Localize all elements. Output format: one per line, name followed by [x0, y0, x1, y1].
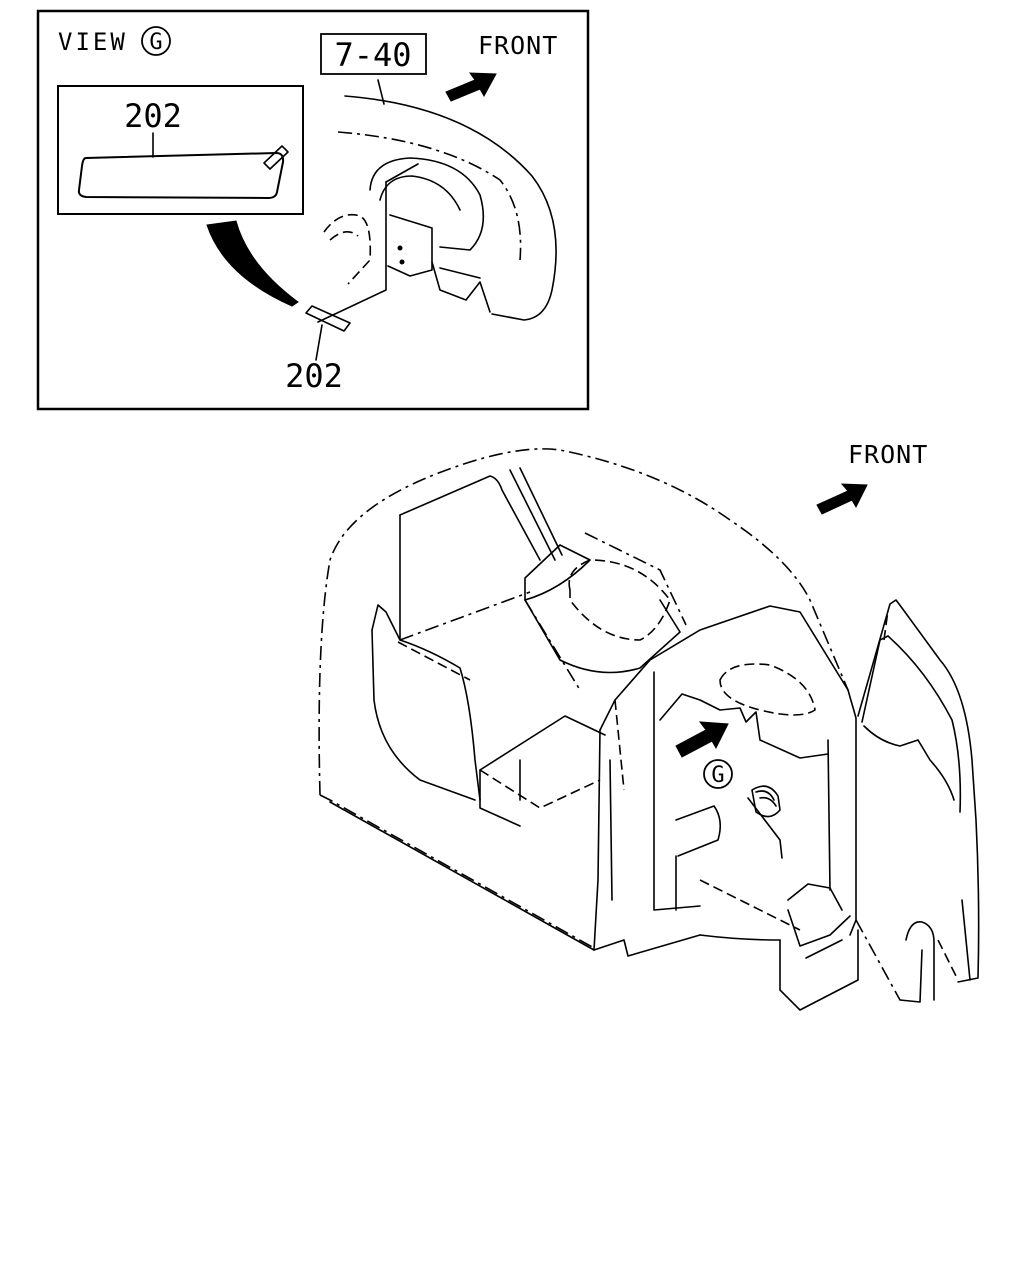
mirror-detail-box: [57, 85, 304, 215]
inset-front-arrow-icon: [445, 72, 497, 102]
part-number-bottom: 202: [285, 357, 343, 395]
main-front-arrow-icon: [816, 483, 868, 515]
view-letter: G: [149, 30, 162, 55]
main-cab-drawing: FRONT: [318, 440, 980, 1011]
inset-view-panel: VIEW G 7-40 FRONT 202: [36, 9, 590, 411]
view-letter-badge: G: [141, 26, 171, 56]
inset-dashboard-sketch: [305, 79, 557, 361]
main-front-label: FRONT: [848, 440, 928, 469]
callout-curve-arrow: [206, 220, 299, 307]
reference-box: 7-40: [320, 33, 427, 75]
inset-frame: [36, 9, 590, 411]
view-marker-letter: G: [711, 763, 724, 788]
view-direction-arrow-icon: [675, 721, 729, 758]
part-number-top: 202: [124, 97, 182, 135]
reference-box-text: 7-40: [334, 36, 411, 74]
mirror-clip: [263, 145, 289, 170]
inset-front-label: FRONT: [478, 31, 558, 60]
view-label: VIEW: [58, 28, 128, 56]
mirror-outline: [77, 152, 285, 199]
view-marker-badge: G: [703, 759, 733, 789]
